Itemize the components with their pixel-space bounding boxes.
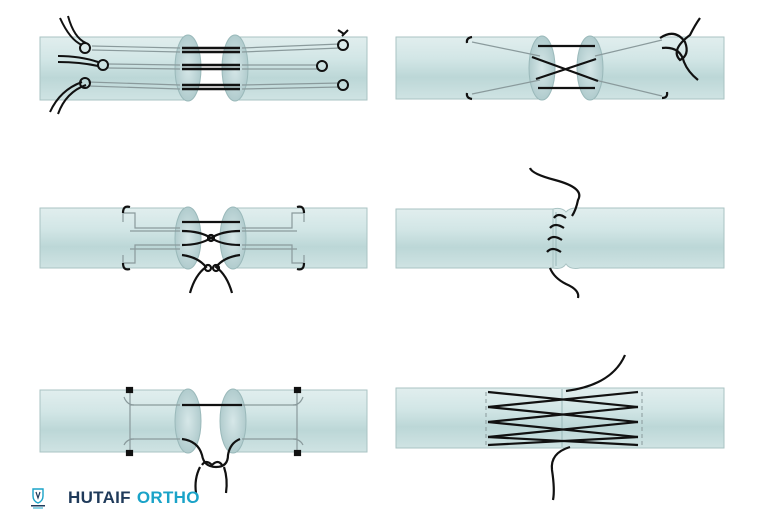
panel-modified-kessler-core-suture bbox=[30, 375, 370, 495]
tendon-repair-illustration bbox=[395, 354, 725, 501]
panel-cross-stitch-repair bbox=[390, 10, 730, 120]
panel-looped-core-suture bbox=[30, 195, 370, 305]
brand-name-primary: HUTAIF bbox=[68, 488, 131, 507]
tendon-repair-illustration bbox=[39, 386, 368, 494]
panel-multi-strand-locking-knots bbox=[30, 10, 370, 120]
tendon-repair-illustration bbox=[39, 205, 368, 294]
panel-running-epitendinous-suture bbox=[390, 160, 730, 305]
panel-cross-stitch-epitendinous bbox=[390, 345, 730, 505]
shield-logo-icon bbox=[31, 488, 45, 509]
brand-footer: HUTAIF ORTHO bbox=[30, 484, 200, 512]
brand-name-accent: ORTHO bbox=[136, 488, 200, 507]
tendon-repair-illustration bbox=[39, 15, 368, 115]
tendon-repair-illustration bbox=[395, 167, 725, 299]
tendon-repair-illustration bbox=[395, 17, 725, 101]
